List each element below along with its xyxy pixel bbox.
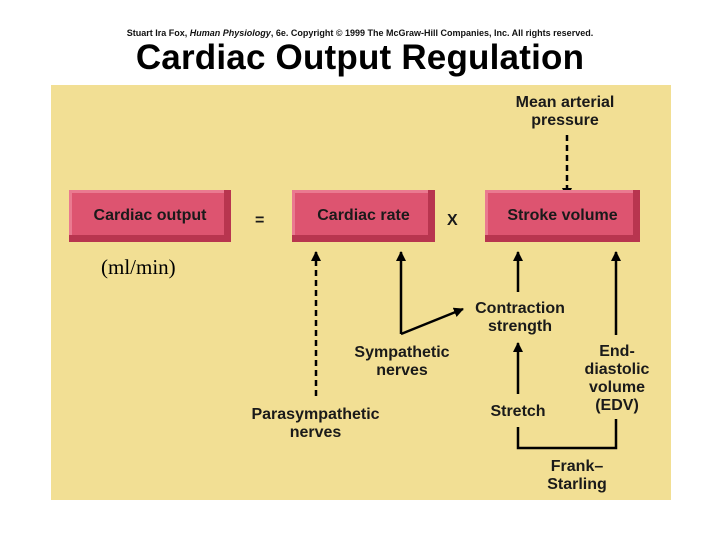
stretch-label: Stretch	[490, 403, 546, 420]
sympathetic-nerves-label: Sympathetic nerves	[354, 344, 450, 379]
mean-arterial-pressure-label: Mean arterial pressure	[515, 94, 615, 129]
copyright-notice: Stuart Ira Fox, Human Physiology, 6e. Co…	[0, 28, 720, 38]
stroke-volume-box: Stroke volume	[485, 190, 640, 242]
diagram-panel	[51, 85, 671, 500]
cardiac-rate-box: Cardiac rate	[292, 190, 435, 242]
cardiac-output-box: Cardiac output	[69, 190, 231, 242]
contraction-strength-label: Contraction strength	[475, 300, 565, 335]
equals-operator: =	[255, 212, 265, 229]
units-label: (ml/min)	[101, 255, 176, 279]
copyright-book: Human Physiology	[189, 28, 271, 38]
frank-starling-bracket	[516, 419, 618, 450]
page-title: Cardiac Output Regulation	[135, 38, 585, 77]
parasympathetic-nerves-label: Parasympathetic nerves	[251, 406, 380, 441]
frank-starling-label: Frank– Starling	[547, 458, 607, 493]
edv-label: End- diastolic volume (EDV)	[584, 343, 650, 414]
times-operator: X	[447, 212, 458, 229]
arrow-sympathetic-to-contraction	[400, 307, 464, 336]
copyright-author: Stuart Ira Fox,	[126, 28, 190, 38]
copyright-rest: , 6e. Copyright © 1999 The McGraw-Hill C…	[270, 28, 594, 38]
